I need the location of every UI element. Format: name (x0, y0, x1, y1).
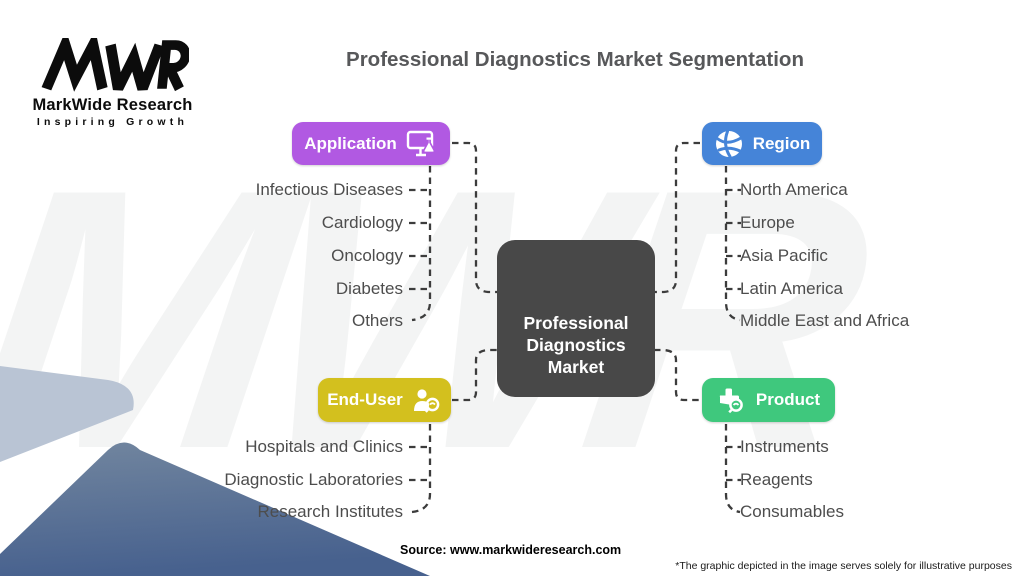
monitor-flask-icon (406, 130, 435, 156)
region-item[interactable]: Middle East and Africa (740, 311, 910, 330)
region-badge[interactable]: Region (702, 122, 822, 165)
plus-search-icon (719, 388, 743, 414)
application-item[interactable]: Oncology (331, 246, 403, 265)
application-badge-label: Application (304, 133, 397, 153)
globe-icon (715, 129, 743, 158)
center-line-3: Market (547, 357, 605, 377)
end-user-badge[interactable]: End-User (318, 378, 451, 422)
markwide-logo: MarkWide Research Inspiring Growth (30, 38, 195, 128)
product-item[interactable]: Instruments (740, 437, 829, 456)
corner-light-shape (0, 366, 134, 462)
center-line-2: Diagnostics (526, 335, 626, 355)
product-item[interactable]: Consumables (740, 502, 844, 521)
end-user-badge-label: End-User (327, 390, 403, 409)
application-item[interactable]: Cardiology (321, 213, 403, 232)
logo-name: MarkWide Research (32, 96, 193, 114)
application-item[interactable]: Others (351, 311, 403, 330)
product-badge-label: Product (755, 390, 821, 409)
application-badge[interactable]: Application (292, 122, 450, 165)
region-item[interactable]: Latin America (740, 279, 843, 298)
application-item[interactable]: Diabetes (335, 279, 403, 298)
center-line-1: Professional (523, 313, 629, 333)
product-item[interactable]: Reagents (740, 470, 813, 489)
mwr-monogram-icon (41, 38, 189, 92)
region-item[interactable]: North America (740, 180, 848, 199)
person-search-icon (413, 389, 440, 413)
disclaimer-text: *The graphic depicted in the image serve… (675, 560, 1012, 572)
end-user-item[interactable]: Hospitals and Clinics (245, 437, 403, 456)
page-title: Professional Diagnostics Market Segmenta… (346, 48, 804, 71)
corner-dark-shape (0, 442, 430, 576)
region-item[interactable]: Asia Pacific (740, 246, 828, 265)
central-market-node[interactable]: Professional Diagnostics Market (497, 240, 655, 397)
region-item[interactable]: Europe (740, 213, 795, 232)
end-user-item[interactable]: Diagnostic Laboratories (224, 470, 403, 489)
product-badge[interactable]: Product (702, 378, 835, 422)
end-user-item[interactable]: Research Institutes (257, 502, 403, 521)
region-badge-label: Region (752, 133, 811, 153)
logo-tagline: Inspiring Growth (36, 116, 189, 128)
application-item[interactable]: Infectious Diseases (255, 180, 403, 199)
source-text: Source: www.markwideresearch.com (400, 543, 622, 557)
